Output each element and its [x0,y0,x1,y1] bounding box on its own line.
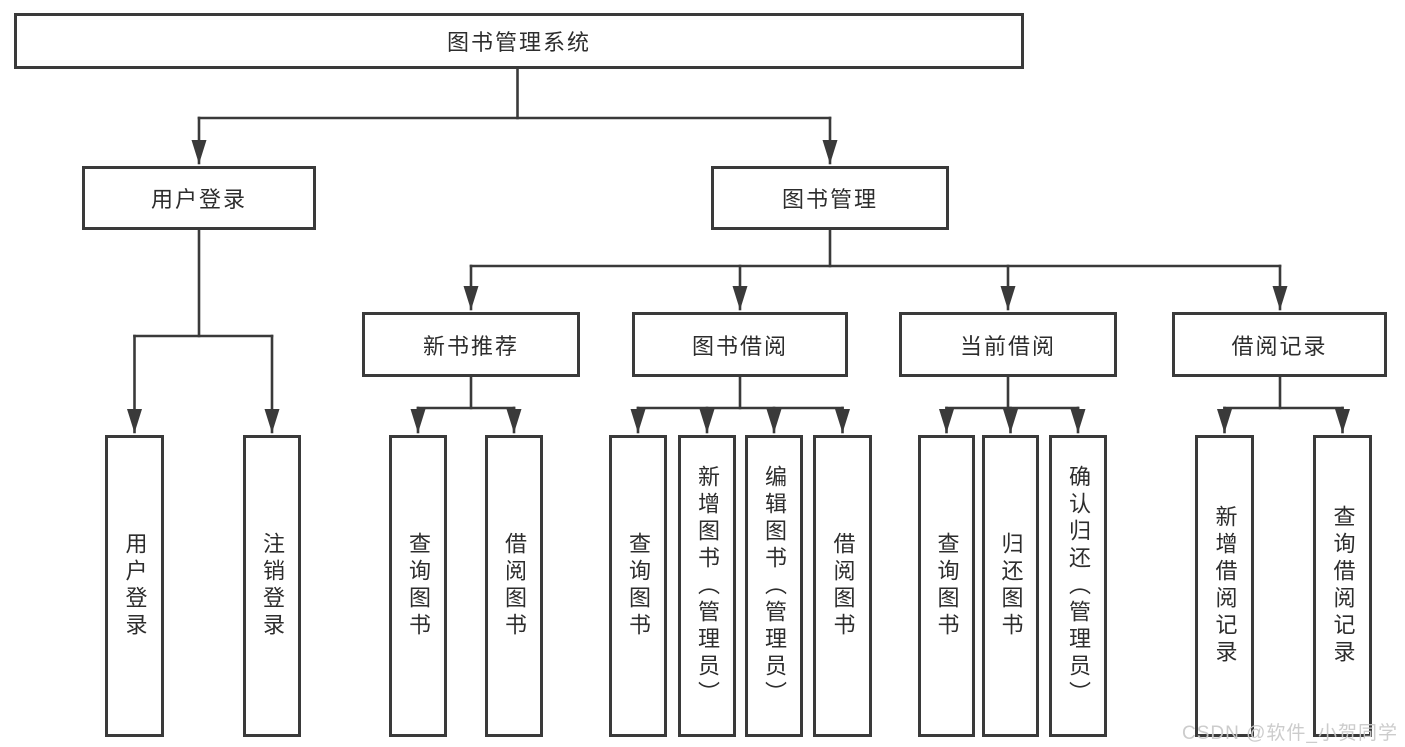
node-book-borrow: 图书借阅 [632,312,848,377]
node-root-label: 图书管理系统 [446,30,591,55]
node-leaf-bw-edit-books-label: 编辑图书（管理员） [762,464,787,708]
connector-records-to-leaves [1217,375,1350,434]
node-leaf-cur-query-books: 查询图书 [918,435,975,737]
node-leaf-cur-query-books-label: 查询图书 [934,532,960,640]
node-leaf-cur-confirm-return-label: 确认归还（管理员） [1066,464,1091,708]
node-leaf-bw-add-books-label: 新增图书（管理员） [695,464,720,708]
node-leaf-bw-borrow-books-label: 借阅图书 [830,532,856,640]
node-book-mgmt: 图书管理 [711,166,949,230]
connector-login-to-leaves [127,228,280,434]
node-leaf-nb-borrow-books: 借阅图书 [485,435,543,737]
node-leaf-bw-borrow-books: 借阅图书 [813,435,872,737]
node-user-login: 用户登录 [82,166,316,230]
node-leaf-cur-return-books-label: 归还图书 [998,532,1024,640]
node-book-borrow-label: 图书借阅 [691,333,788,359]
connector-mgmt-to-level3 [463,228,1288,311]
node-leaf-cur-return-books: 归还图书 [982,435,1039,737]
connector-newbooks-to-leaves [410,375,522,434]
connector-root-to-level2 [191,67,838,165]
node-leaf-bw-add-books: 新增图书（管理员） [678,435,736,737]
connector-borrow-to-leaves [630,375,850,434]
node-leaf-rec-query-record-label: 查询借阅记录 [1330,505,1356,667]
csdn-watermark: CSDN @软件_小贺同学 [1182,723,1398,744]
node-leaf-rec-add-record: 新增借阅记录 [1195,435,1254,737]
node-borrow-records-label: 借阅记录 [1231,333,1328,359]
node-leaf-cur-confirm-return: 确认归还（管理员） [1049,435,1107,737]
node-current-borrow-label: 当前借阅 [959,333,1056,359]
node-borrow-records: 借阅记录 [1172,312,1387,377]
node-root: 图书管理系统 [14,13,1024,69]
node-leaf-nb-borrow-books-label: 借阅图书 [502,532,527,640]
node-new-books: 新书推荐 [362,312,580,377]
node-leaf-bw-edit-books: 编辑图书（管理员） [745,435,803,737]
node-user-login-label: 用户登录 [150,187,247,212]
node-book-mgmt-label: 图书管理 [781,187,878,212]
node-leaf-bw-query-books-label: 查询图书 [626,532,651,640]
connector-current-to-leaves [939,375,1086,434]
node-new-books-label: 新书推荐 [422,333,519,359]
node-leaf-rec-query-record: 查询借阅记录 [1313,435,1372,737]
node-leaf-nb-query-books-label: 查询图书 [406,532,431,640]
node-leaf-user-login: 用户登录 [105,435,164,737]
node-leaf-logout-label: 注销登录 [260,532,285,640]
node-leaf-bw-query-books: 查询图书 [609,435,667,737]
node-current-borrow: 当前借阅 [899,312,1117,377]
node-leaf-rec-add-record-label: 新增借阅记录 [1212,505,1238,667]
node-leaf-nb-query-books: 查询图书 [389,435,447,737]
node-leaf-user-login-label: 用户登录 [122,532,148,640]
node-leaf-logout: 注销登录 [243,435,301,737]
